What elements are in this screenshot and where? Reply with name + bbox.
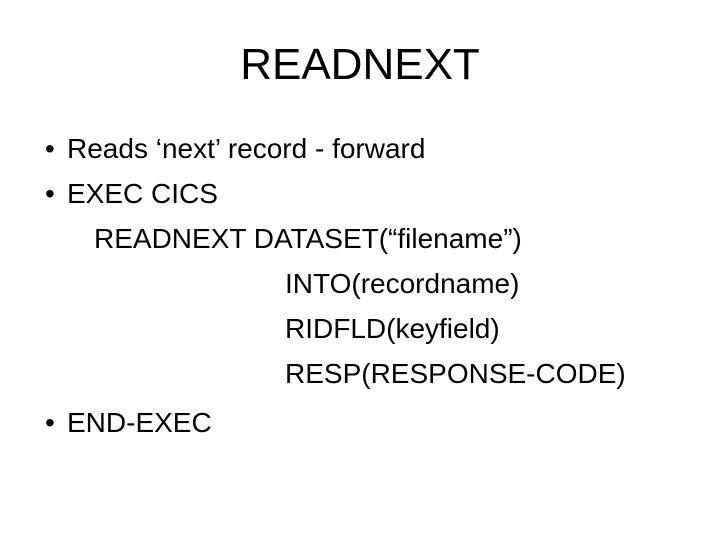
- bullet-item: • Reads ‘next’ record - forward: [45, 126, 705, 171]
- code-line: INTO(recordname): [45, 261, 705, 306]
- line-text: Reads ‘next’ record - forward: [67, 133, 426, 164]
- bullet-icon: •: [45, 178, 55, 209]
- bullet-icon: •: [45, 407, 55, 438]
- slide-body: • Reads ‘next’ record - forward • EXEC CICS…: [45, 126, 705, 445]
- line-text: EXEC CICS: [67, 178, 218, 209]
- bullet-item: • EXEC CICS: [45, 171, 705, 216]
- line-text: INTO(recordname): [285, 268, 520, 299]
- bullet-icon: •: [45, 133, 55, 164]
- line-text: READNEXT DATASET(“filename”): [94, 223, 522, 254]
- code-line: RESP(RESPONSE-CODE): [45, 351, 705, 396]
- line-text: RESP(RESPONSE-CODE): [285, 358, 626, 389]
- code-line: RIDFLD(keyfield): [45, 306, 705, 351]
- line-text: RIDFLD(keyfield): [285, 313, 500, 344]
- bullet-item: • END-EXEC: [45, 400, 705, 445]
- slide-title: READNEXT: [240, 40, 480, 89]
- line-text: END-EXEC: [67, 407, 212, 438]
- code-line: READNEXT DATASET(“filename”): [45, 216, 705, 261]
